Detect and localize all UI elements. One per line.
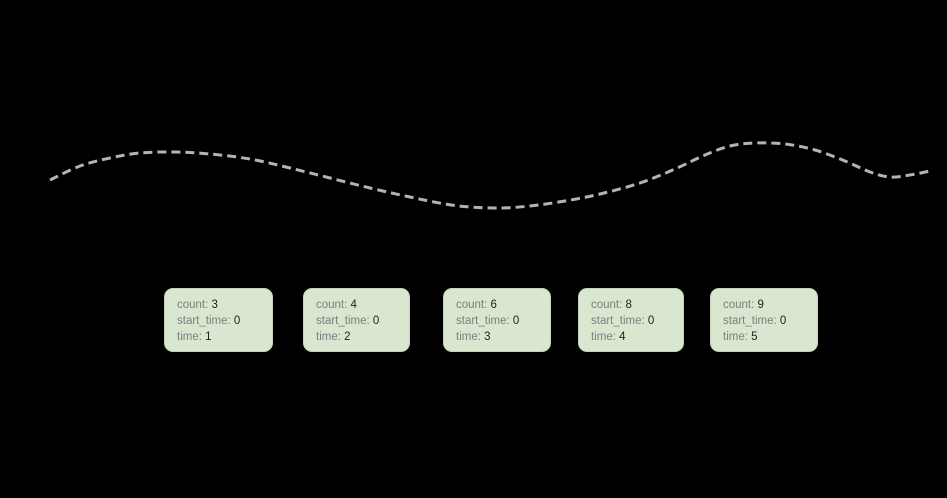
card-field: time: 3 bbox=[456, 329, 550, 345]
card-field-label: start_time: bbox=[456, 315, 510, 327]
card-field-label: start_time: bbox=[177, 315, 231, 327]
card-field-value: 0 bbox=[779, 315, 787, 327]
card-field-value: 3 bbox=[211, 299, 218, 311]
card-field-value: 0 bbox=[512, 315, 520, 327]
card-field: count: 6 bbox=[456, 297, 550, 313]
card-field-value: 8 bbox=[625, 299, 632, 311]
card-field-label: start_time: bbox=[723, 315, 777, 327]
card-field: start_time: 0 bbox=[591, 313, 683, 329]
card-field-value: 0 bbox=[233, 315, 241, 327]
card-field: time: 5 bbox=[723, 329, 817, 345]
card-field: start_time: 0 bbox=[177, 313, 272, 329]
card-field: count: 8 bbox=[591, 297, 683, 313]
card-field-value: 4 bbox=[619, 331, 626, 343]
card-field-value: 6 bbox=[490, 299, 497, 311]
card-field: start_time: 0 bbox=[316, 313, 409, 329]
card-field-value: 9 bbox=[757, 299, 764, 311]
card-field-label: time: bbox=[177, 331, 202, 343]
card-field-value: 2 bbox=[344, 331, 351, 343]
card-field-label: time: bbox=[456, 331, 481, 343]
card-field-value: 4 bbox=[350, 299, 357, 311]
card-field: start_time: 0 bbox=[723, 313, 817, 329]
card-field-label: start_time: bbox=[591, 315, 645, 327]
card-field-label: count: bbox=[591, 299, 623, 311]
card-field: start_time: 0 bbox=[456, 313, 550, 329]
card-field-value: 5 bbox=[751, 331, 758, 343]
card-field: count: 3 bbox=[177, 297, 272, 313]
card-field: time: 4 bbox=[591, 329, 683, 345]
dashed-trend-curve bbox=[49, 141, 931, 210]
card-field-label: time: bbox=[316, 331, 341, 343]
card-field-label: time: bbox=[591, 331, 616, 343]
card-field-value: 1 bbox=[205, 331, 212, 343]
card-field-label: count: bbox=[456, 299, 488, 311]
card-field-label: time: bbox=[723, 331, 748, 343]
card-field-label: count: bbox=[723, 299, 755, 311]
card-field-label: count: bbox=[316, 299, 348, 311]
card-field: count: 4 bbox=[316, 297, 409, 313]
card-field: time: 1 bbox=[177, 329, 272, 345]
card-field-label: start_time: bbox=[316, 315, 370, 327]
card-field-value: 0 bbox=[372, 315, 380, 327]
card-field: time: 2 bbox=[316, 329, 409, 345]
card-field-value: 0 bbox=[647, 315, 655, 327]
card-field-value: 3 bbox=[484, 331, 491, 343]
card-field-label: count: bbox=[177, 299, 209, 311]
card-field: count: 9 bbox=[723, 297, 817, 313]
